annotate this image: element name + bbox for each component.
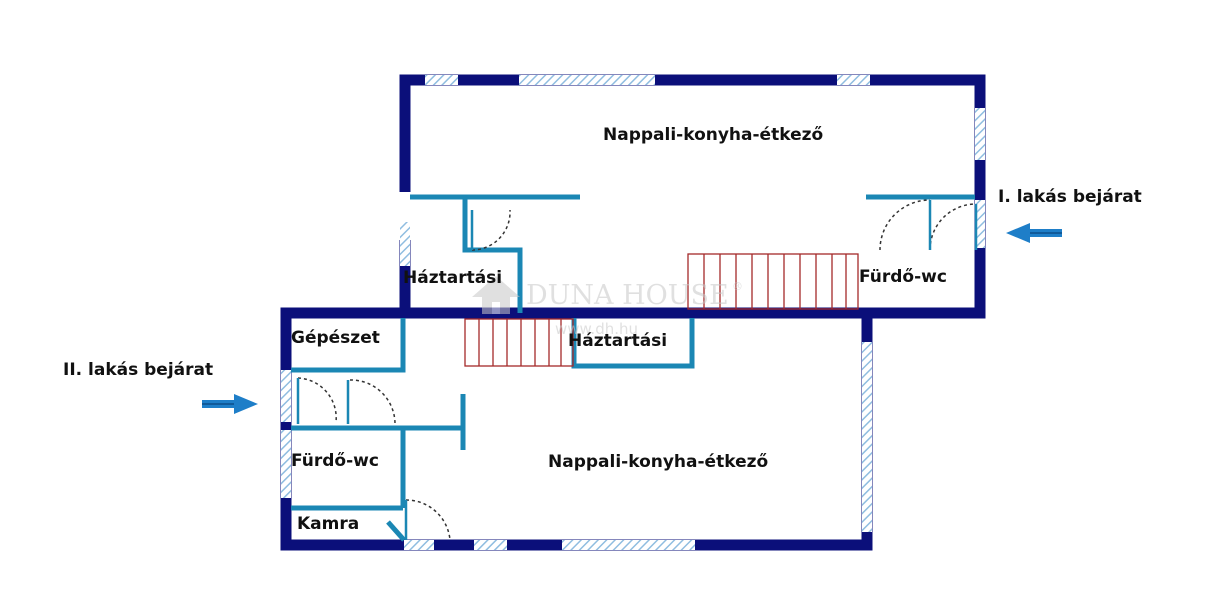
lower-inner-walls [291,318,695,542]
door-leaves [296,200,978,540]
watermark-url: www.dh.hu [555,320,638,338]
watermark-brand: DUNA HOUSE [526,280,729,311]
lower-windows [281,342,872,550]
label-lower-bathroom: Fürdő-wc [291,451,379,471]
upper-stairs [687,253,859,310]
watermark: DUNA HOUSE ® www.dh.hu [472,276,743,338]
arrow-left-icon [1006,223,1062,243]
label-entrance-second: II. lakás bejárat [63,360,213,380]
label-lower-utility: Háztartási [568,331,667,351]
label-upper-utility: Háztartási [403,268,502,288]
upper-inner-walls [410,194,975,313]
label-lower-mechanical: Gépészet [291,328,380,348]
lower-stairs [464,318,574,367]
watermark-registered: ® [732,280,743,293]
label-entrance-first: I. lakás bejárat [998,187,1142,207]
label-upper-living: Nappali-konyha-étkező [603,125,823,145]
upper-windows [400,75,985,266]
house-logo-icon [472,276,520,314]
label-upper-bathroom: Fürdő-wc [859,267,947,287]
arrow-right-icon [202,394,258,414]
label-lower-living: Nappali-konyha-étkező [548,452,768,472]
label-lower-pantry: Kamra [297,514,359,534]
